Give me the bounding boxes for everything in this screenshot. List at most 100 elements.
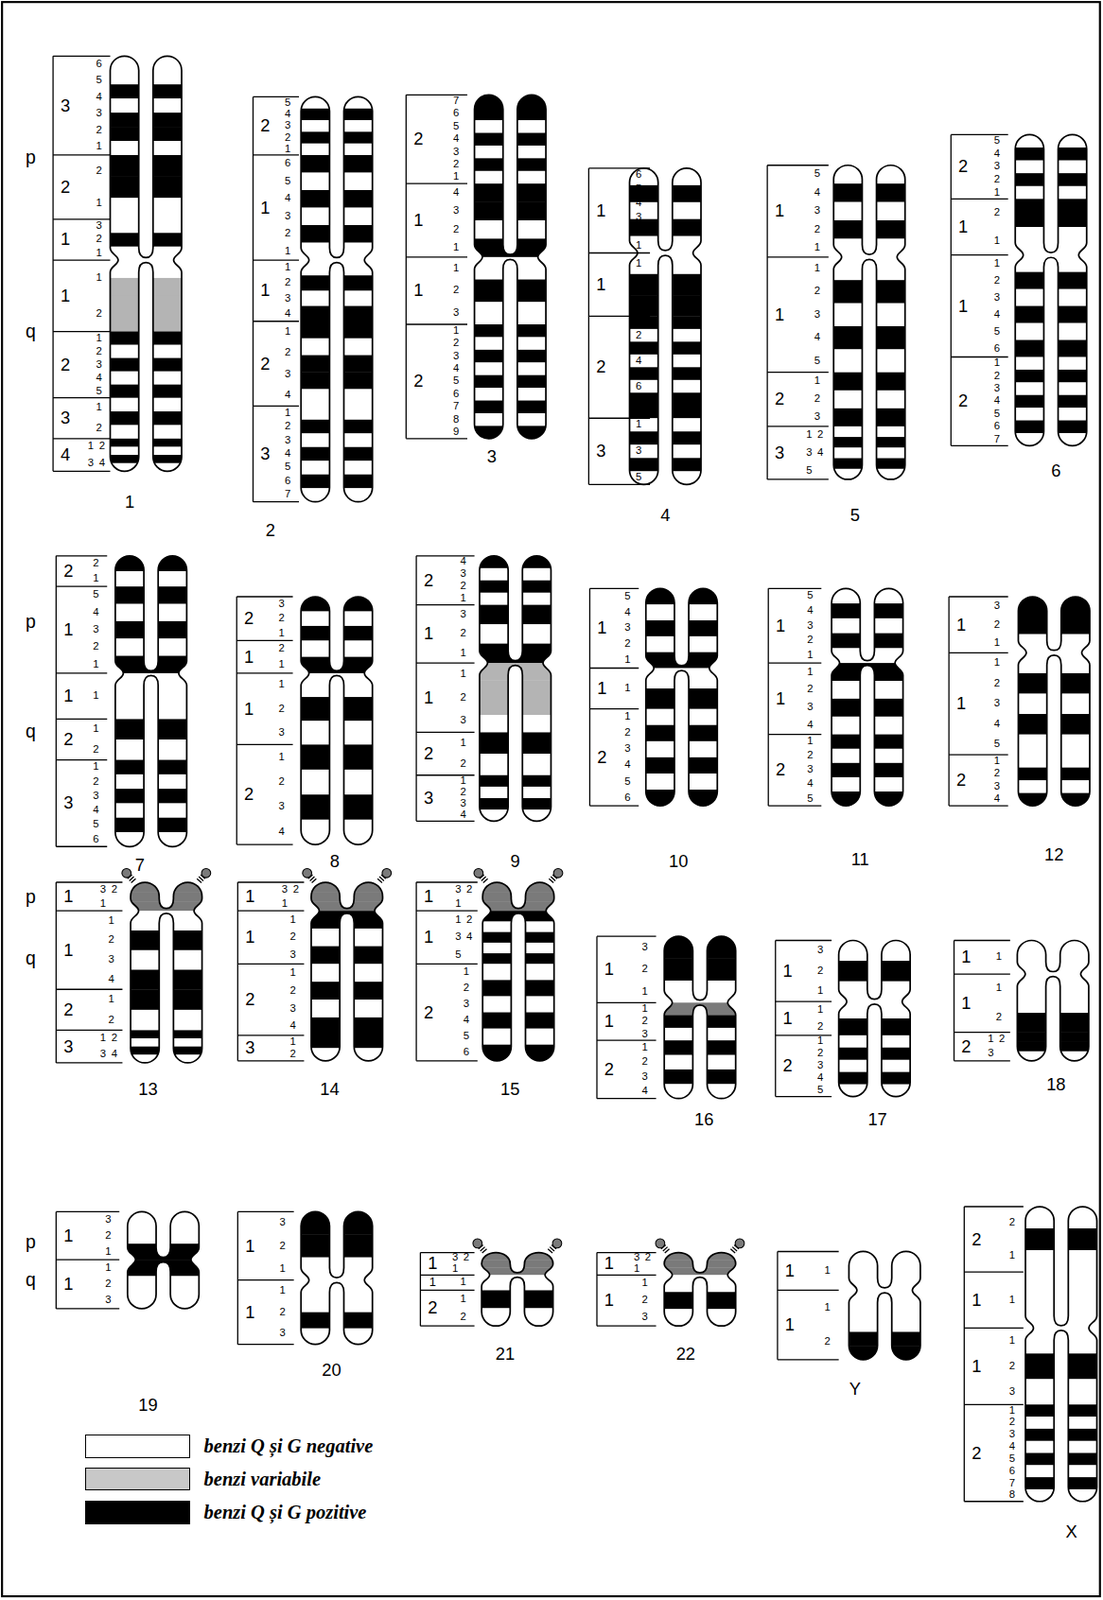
chromosome-band (298, 626, 375, 642)
chromosome-band (113, 788, 190, 805)
region-number: 3 (63, 794, 73, 812)
chromosome-ideogram (644, 586, 720, 808)
chromosome-band (477, 568, 554, 581)
chromosome-band (477, 753, 554, 776)
chromosome-band (1015, 1032, 1091, 1043)
chromosome-band (831, 183, 908, 203)
chromosome-band (107, 371, 184, 386)
chromosome-band (1015, 940, 1091, 958)
chromosome-band (479, 1290, 556, 1309)
band-number: 1 (453, 242, 459, 253)
band-number: 2 (1009, 1361, 1016, 1372)
band-number: 1 (284, 407, 291, 419)
band-number: 5 (635, 367, 642, 379)
chromosome-ideogram (1023, 1205, 1100, 1505)
chromosome-band (107, 345, 184, 359)
region-number: 1 (958, 218, 968, 236)
band-number: 2 (293, 884, 299, 895)
chromosome-number: 20 (321, 1361, 341, 1379)
chromosome-band (113, 803, 190, 819)
band-number: 3 (633, 1253, 640, 1264)
chromosome-band (662, 1084, 738, 1100)
region-number: 1 (245, 888, 255, 906)
chromosome-band (298, 108, 375, 122)
chromosome-band (107, 155, 184, 177)
band-number: 1 (100, 898, 106, 910)
band-number: 1 (100, 1032, 106, 1044)
chromosome-band (627, 295, 703, 317)
band-number: 4 (642, 1085, 648, 1097)
chromosome-band (113, 673, 190, 698)
band-number: 4 (92, 805, 99, 816)
region-number: 2 (595, 358, 606, 376)
band-number: 6 (994, 343, 1000, 354)
chromosome-band (846, 1331, 923, 1347)
band-number: 2 (817, 430, 823, 441)
band-number: 2 (111, 884, 118, 895)
satellite (552, 1239, 562, 1249)
band-number: 5 (635, 472, 642, 484)
band-number: 1 (95, 197, 102, 209)
band-number: 3 (95, 220, 102, 231)
region-number: 2 (427, 1299, 438, 1317)
chromosome-band (477, 775, 554, 788)
chromosome-band (1023, 1404, 1100, 1418)
chromosome-band (472, 145, 548, 159)
band-number: 6 (95, 58, 102, 70)
region-number: 1 (413, 281, 423, 299)
chromosome-band (1023, 1207, 1100, 1229)
chromosome-ideogram (298, 595, 375, 847)
satellite (302, 868, 313, 878)
chromosome-band (113, 718, 190, 740)
band-number: 2 (463, 1253, 470, 1264)
band-number: 1 (814, 242, 821, 253)
chromosome-number: 7 (135, 857, 145, 875)
band-number: 3 (463, 998, 470, 1010)
band-number: 4 (453, 363, 459, 374)
chromosome-band (829, 588, 906, 604)
band-scale (405, 94, 468, 438)
band-number: 3 (624, 623, 631, 634)
chromosome-number: 6 (1050, 462, 1061, 480)
chromosome-band (472, 375, 548, 389)
chromosome-band (107, 98, 184, 113)
chromosome-band (1023, 1429, 1100, 1442)
chromosome-band (627, 405, 703, 420)
chromosome-band (128, 892, 205, 902)
band-number: 3 (642, 1071, 648, 1083)
chromosome-band (1023, 1417, 1100, 1430)
band-number: 6 (284, 158, 291, 170)
chromosome-band (846, 1346, 923, 1361)
chromosome-band (1013, 395, 1089, 409)
chromosome-band (831, 257, 908, 281)
band-number: 1 (455, 914, 461, 926)
band-number: 2 (466, 884, 473, 895)
band-number: 3 (105, 1295, 111, 1307)
chromosome-band (477, 715, 554, 734)
band-scale (777, 1251, 840, 1360)
band-scale (253, 96, 300, 502)
chromosome-band (107, 296, 184, 315)
chromosome-band (472, 280, 548, 303)
band-number: 7 (1009, 1478, 1016, 1489)
region-number: 1 (260, 281, 270, 299)
chromosome-band (1023, 1250, 1100, 1273)
chromosome-band (107, 55, 184, 71)
band-number: 2 (95, 308, 102, 319)
chromosome-band (298, 208, 375, 227)
chromosome-band (128, 901, 205, 911)
band-number: 4 (994, 794, 1000, 806)
band-number: 1 (289, 1036, 296, 1048)
chromosome-band (298, 474, 375, 490)
band-number: 5 (95, 75, 102, 87)
band-number: 1 (994, 235, 1000, 246)
chromosome-band (128, 1047, 205, 1056)
band-number: 1 (92, 659, 99, 670)
band-scale (588, 168, 650, 485)
band-number: 3 (806, 702, 813, 714)
chromosome-band (107, 84, 184, 99)
band-number: 2 (95, 234, 102, 246)
band-number: 5 (455, 949, 461, 961)
chromosome-band (831, 447, 908, 459)
chromosome-band (479, 1260, 556, 1268)
